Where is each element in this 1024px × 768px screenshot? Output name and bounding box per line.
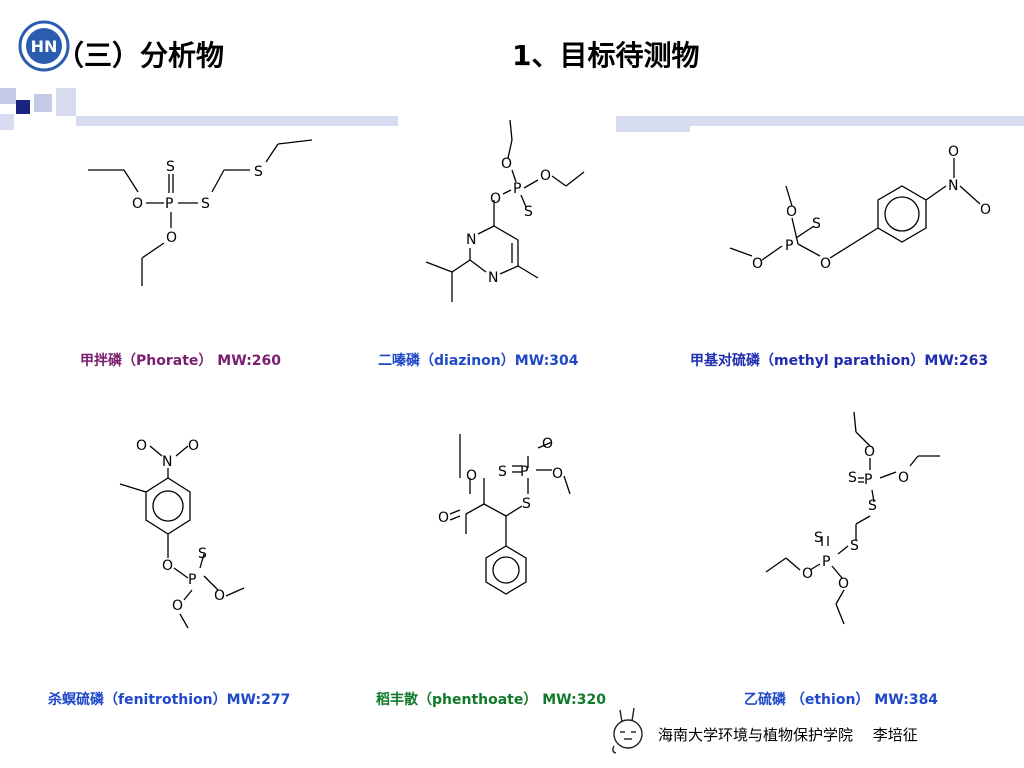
svg-text:P: P <box>785 238 793 254</box>
svg-text:S: S <box>254 164 263 180</box>
structure-diazinon: O P O S O N N <box>398 110 616 316</box>
svg-text:S: S <box>498 464 507 480</box>
svg-text:O: O <box>552 466 563 482</box>
svg-text:O: O <box>214 588 225 604</box>
svg-text:O: O <box>786 204 797 220</box>
caption-diazinon: 二嗪磷（diazinon）MW:304 <box>378 353 579 369</box>
caption-ethion: 乙硫磷 （ethion） MW:384 <box>744 692 939 708</box>
svg-text:O: O <box>820 256 831 272</box>
svg-text:N: N <box>488 270 498 286</box>
svg-text:P: P <box>188 572 196 588</box>
svg-text:S: S <box>868 498 877 514</box>
svg-text:S: S <box>848 470 857 486</box>
svg-text:O: O <box>438 510 449 526</box>
logo-text: HN <box>31 37 58 56</box>
svg-text:O: O <box>136 438 147 454</box>
svg-text:O: O <box>948 144 959 160</box>
svg-text:O: O <box>838 576 849 592</box>
svg-text:O: O <box>162 558 173 574</box>
svg-text:O: O <box>864 444 875 460</box>
svg-text:N: N <box>162 454 172 470</box>
structure-fenitrothion: O N O O P S O O <box>84 418 270 640</box>
svg-text:P: P <box>822 554 830 570</box>
caption-phenthoate: 稻丰散（phenthoate） MW:320 <box>376 692 607 708</box>
footer-institution: 海南大学环境与植物保护学院 李培征 <box>658 726 918 744</box>
svg-text:P: P <box>513 181 521 197</box>
svg-text:P: P <box>165 196 173 212</box>
svg-text:N: N <box>466 232 476 248</box>
svg-text:O: O <box>166 230 177 246</box>
svg-text:O: O <box>501 156 512 172</box>
svg-text:S: S <box>850 538 859 554</box>
svg-text:O: O <box>172 598 183 614</box>
svg-text:O: O <box>980 202 991 218</box>
svg-text:S: S <box>522 496 531 512</box>
svg-text:S: S <box>198 546 207 562</box>
svg-text:S: S <box>166 159 175 175</box>
svg-text:S: S <box>814 530 823 546</box>
section-title: （三）分析物 <box>56 39 225 72</box>
svg-text:O: O <box>188 438 199 454</box>
cartoon-mascot-icon <box>608 706 648 754</box>
svg-text:O: O <box>752 256 763 272</box>
svg-text:O: O <box>542 436 553 452</box>
svg-text:O: O <box>802 566 813 582</box>
caption-methyl-parathion: 甲基对硫磷（methyl parathion）MW:263 <box>690 353 989 369</box>
svg-text:O: O <box>466 468 477 484</box>
svg-text:O: O <box>898 470 909 486</box>
svg-text:P: P <box>864 472 872 488</box>
svg-text:P: P <box>520 464 528 480</box>
caption-phorate: 甲拌磷（Phorate） MW:260 <box>80 353 282 369</box>
svg-text:S: S <box>201 196 210 212</box>
subsection-title: 1、目标待测物 <box>512 39 700 72</box>
svg-text:S: S <box>524 204 533 220</box>
svg-text:N: N <box>948 178 958 194</box>
svg-text:O: O <box>132 196 143 212</box>
svg-text:S: S <box>812 216 821 232</box>
svg-text:O: O <box>490 191 501 207</box>
structure-phorate: O P S S O S <box>14 126 398 316</box>
university-logo: HN <box>18 20 70 72</box>
structure-ethion: S P O O S S P S O O <box>744 406 964 632</box>
structure-methyl-parathion: O N O O P S O O <box>690 126 1024 316</box>
structure-phenthoate: O P S O S O O <box>424 418 592 618</box>
caption-fenitrothion: 杀螟硫磷（fenitrothion）MW:277 <box>48 692 291 708</box>
svg-text:O: O <box>540 168 551 184</box>
